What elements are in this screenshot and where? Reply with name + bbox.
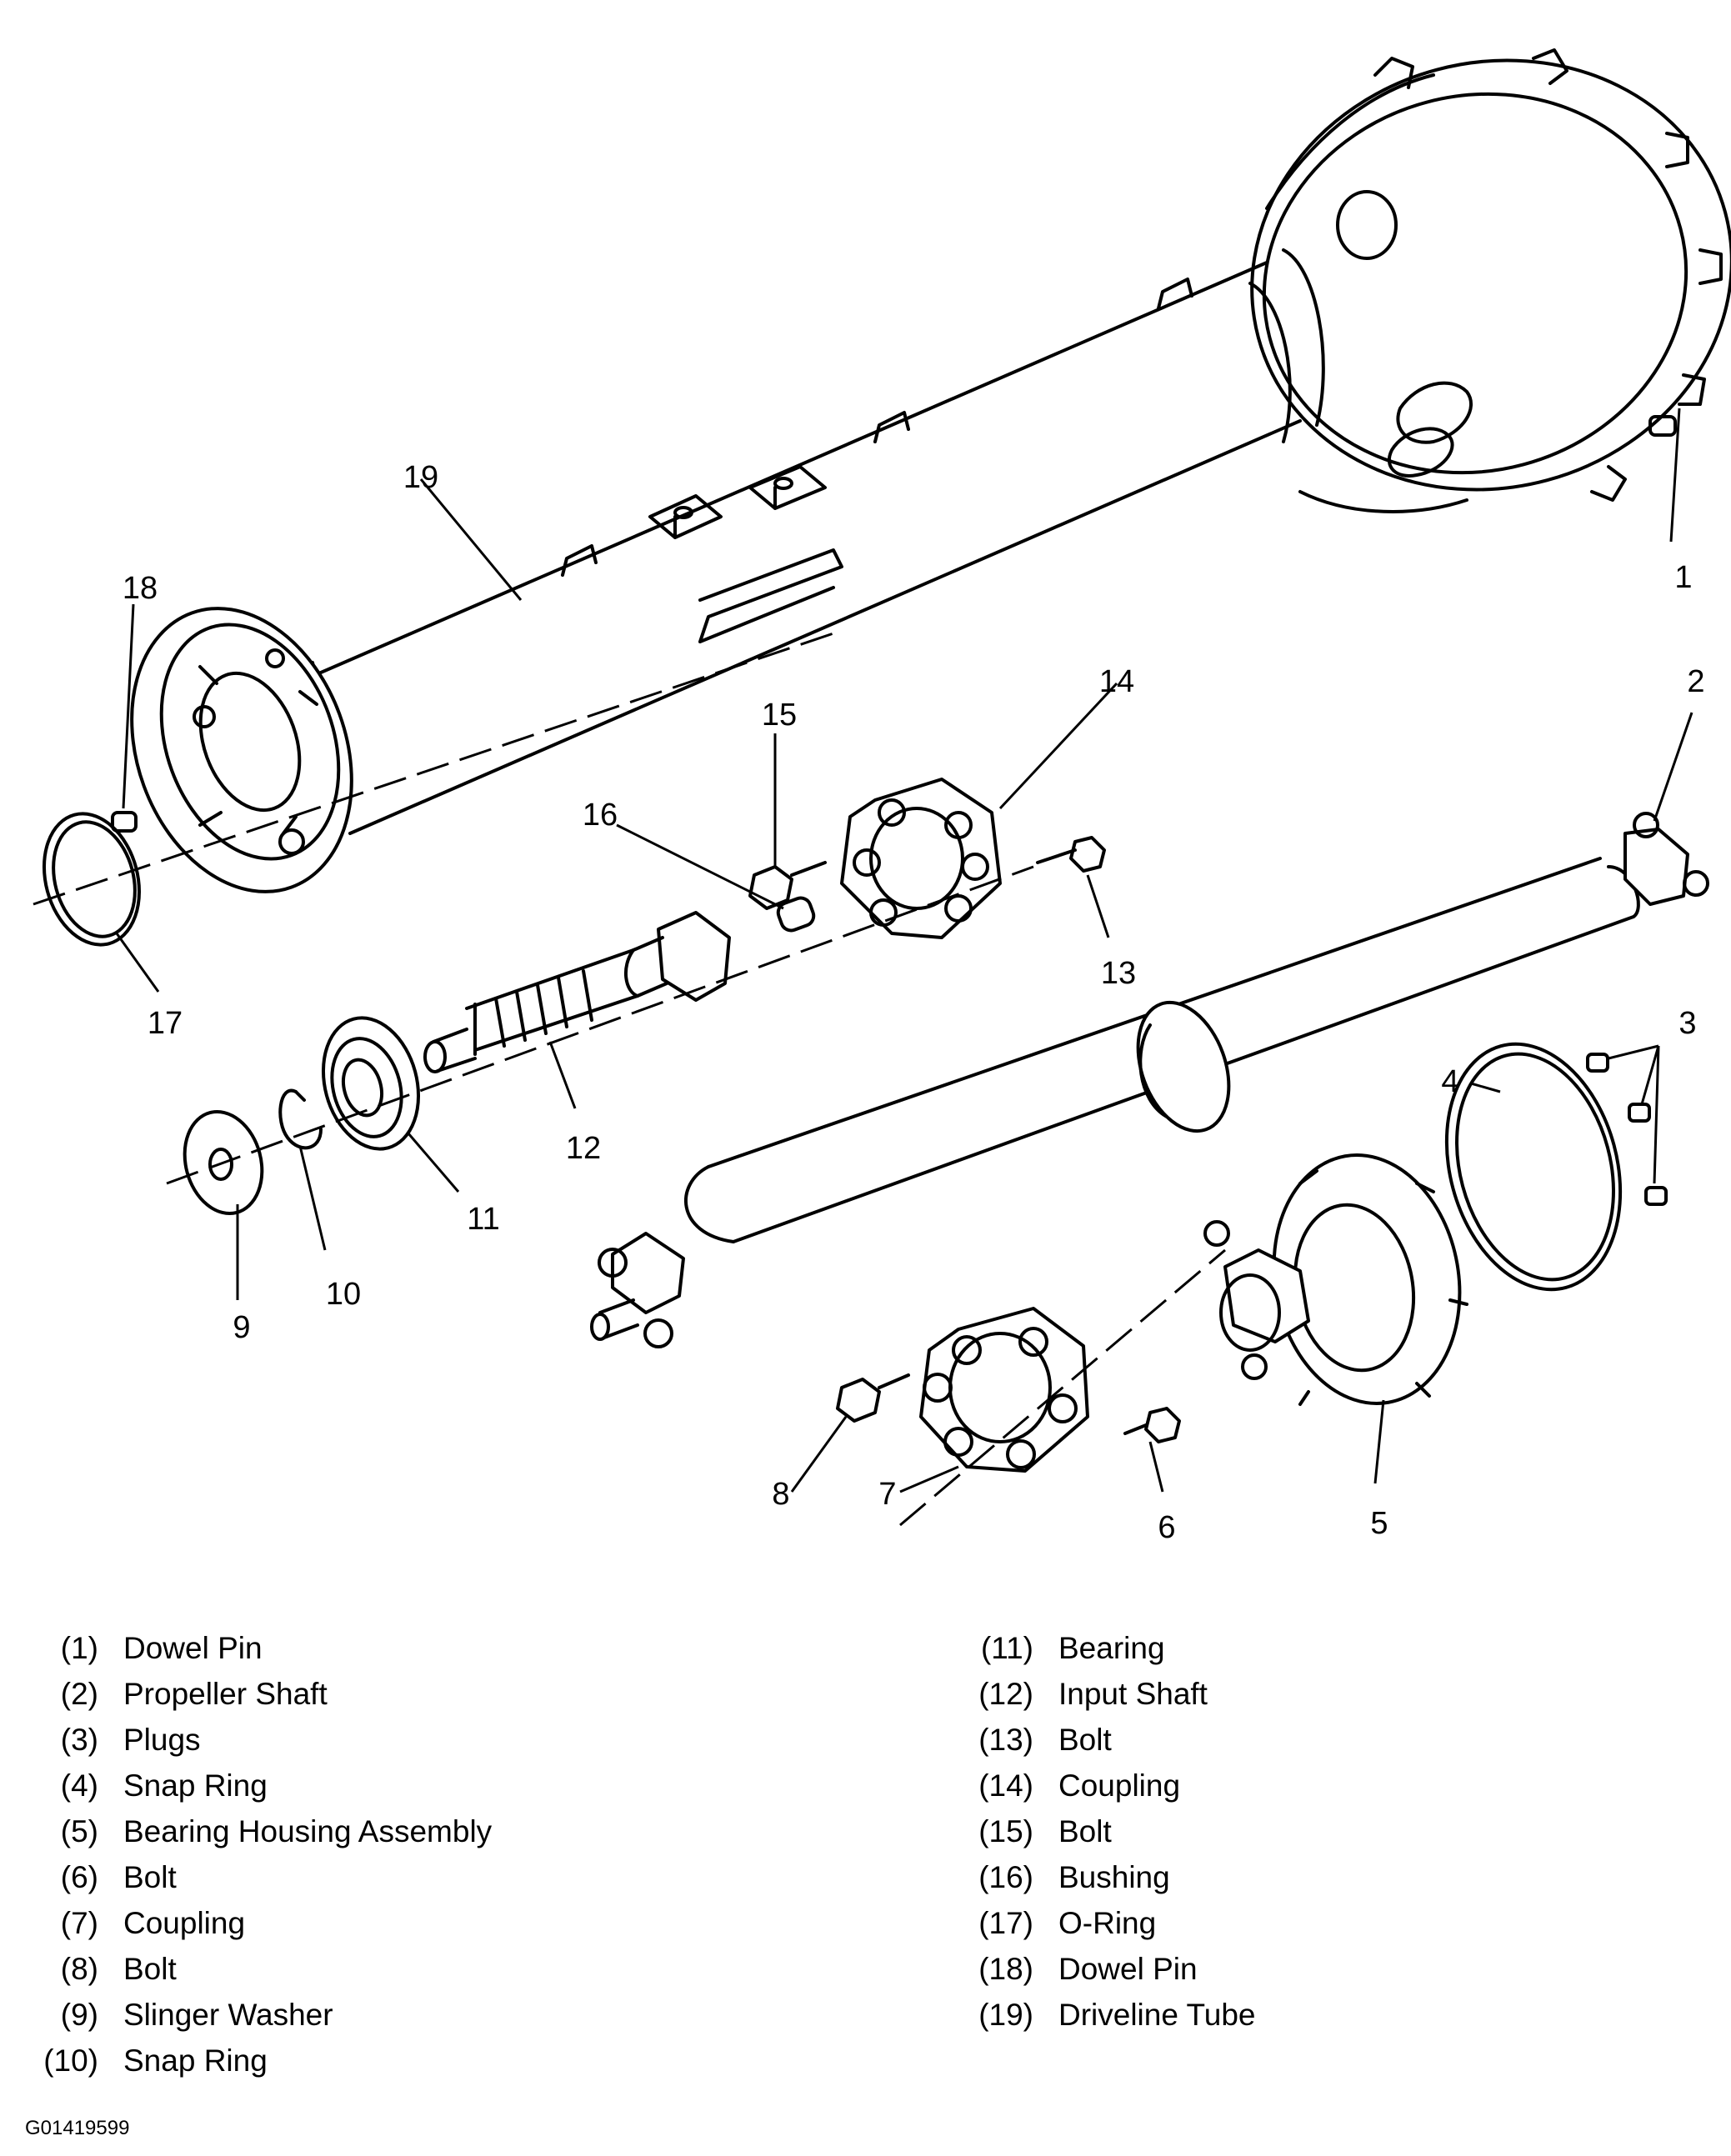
- callout-8: 8: [772, 1477, 789, 1512]
- legend-number: (18): [978, 1952, 1033, 1986]
- legend-item: (2) Propeller Shaft: [32, 1671, 492, 1717]
- legend-label: O-Ring: [1058, 1906, 1157, 1940]
- legend-label: Dowel Pin: [123, 1631, 263, 1665]
- legend-item: (17) O-Ring: [950, 1900, 1256, 1946]
- callout-2: 2: [1687, 664, 1704, 699]
- callout-16: 16: [583, 798, 618, 833]
- legend-number: (3): [60, 1723, 98, 1757]
- legend-item: (18) Dowel Pin: [950, 1946, 1256, 1992]
- legend-item: (8) Bolt: [32, 1946, 492, 1992]
- snap-ring-10-drawing: [278, 1088, 323, 1150]
- legend-item: (1) Dowel Pin: [32, 1625, 492, 1671]
- legend-label: Bearing Housing Assembly: [123, 1814, 493, 1848]
- callout-1: 1: [1674, 560, 1692, 595]
- legend-item: (13) Bolt: [950, 1717, 1256, 1763]
- o-ring-drawing: [42, 812, 142, 947]
- legend-number: (2): [60, 1677, 98, 1711]
- legend-item: (6) Bolt: [32, 1854, 492, 1900]
- legend-left-column: (1) Dowel Pin (2) Propeller Shaft (3) Plugs…: [32, 1625, 492, 2083]
- bearing-drawing: [321, 1016, 421, 1151]
- legend-label: Bushing: [1058, 1860, 1170, 1894]
- legend-label: Snap Ring: [123, 2043, 268, 2078]
- legend-item: (4) Snap Ring: [32, 1763, 492, 1808]
- legend-item: (5) Bearing Housing Assembly: [32, 1808, 492, 1854]
- callout-15: 15: [762, 698, 797, 733]
- legend-number: (15): [978, 1814, 1033, 1848]
- bearing-housing-drawing: [1203, 1153, 1468, 1406]
- figure-id: G01419599: [25, 2117, 130, 2139]
- upper-coupling-drawing: [840, 778, 1002, 939]
- legend-item: (7) Coupling: [32, 1900, 492, 1946]
- legend-number: (9): [60, 1998, 98, 2032]
- legend-label: Plugs: [123, 1723, 201, 1757]
- legend-label: Bolt: [1058, 1814, 1112, 1848]
- callout-11: 11: [467, 1202, 499, 1237]
- legend-item: (19) Driveline Tube: [950, 1992, 1256, 2038]
- legend-number: (16): [978, 1860, 1033, 1894]
- legend-number: (5): [60, 1814, 98, 1848]
- driveline-tube-drawing: [111, 48, 1731, 893]
- snap-ring-4-drawing: [1444, 1042, 1623, 1292]
- legend-item: (12) Input Shaft: [950, 1671, 1256, 1717]
- legend-label: Bearing: [1058, 1631, 1165, 1665]
- legend-item: (16) Bushing: [950, 1854, 1256, 1900]
- callout-5: 5: [1370, 1506, 1388, 1541]
- legend-number: (17): [978, 1906, 1033, 1940]
- callout-6: 6: [1158, 1510, 1175, 1545]
- legend-number: (10): [43, 2043, 98, 2078]
- input-shaft-drawing: [423, 911, 731, 1073]
- legend-item: (9) Slinger Washer: [32, 1992, 492, 2038]
- lower-coupling-drawing: [919, 1307, 1089, 1473]
- legend-label: Propeller Shaft: [123, 1677, 328, 1711]
- propeller-shaft-drawing: [590, 812, 1709, 1348]
- legend-number: (8): [60, 1952, 98, 1986]
- legend-label: Input Shaft: [1058, 1677, 1208, 1711]
- callout-3: 3: [1678, 1006, 1696, 1041]
- exploded-driveline-diagram: 1 2 3 4 5 6 7 8 9 10 11 12 13 14 15 16 1…: [33, 48, 1731, 1545]
- callout-12: 12: [566, 1131, 601, 1166]
- legend-item: (15) Bolt: [950, 1808, 1256, 1854]
- legend-label: Coupling: [123, 1906, 246, 1940]
- callout-10: 10: [326, 1277, 361, 1312]
- callout-9: 9: [233, 1310, 250, 1345]
- legend-number: (19): [978, 1998, 1033, 2032]
- legend-label: Slinger Washer: [123, 1998, 333, 2032]
- callout-18: 18: [123, 571, 158, 606]
- legend-item: (11) Bearing: [950, 1625, 1256, 1671]
- legend-number: (4): [60, 1768, 98, 1803]
- legend-label: Coupling: [1058, 1768, 1181, 1803]
- callout-14: 14: [1099, 664, 1134, 699]
- legend-number: (14): [978, 1768, 1033, 1803]
- legend-number: (11): [980, 1631, 1033, 1665]
- legend-right-column: (11) Bearing (12) Input Shaft (13) Bolt (14…: [950, 1625, 1256, 2038]
- legend-number: (13): [978, 1723, 1033, 1757]
- legend-item: (10) Snap Ring: [32, 2038, 492, 2083]
- legend-number: (7): [60, 1906, 98, 1940]
- legend-label: Snap Ring: [123, 1768, 268, 1803]
- callout-4: 4: [1441, 1064, 1458, 1099]
- callout-17: 17: [148, 1006, 183, 1041]
- legend-item: (3) Plugs: [32, 1717, 492, 1763]
- legend-number: (1): [60, 1631, 98, 1665]
- legend-label: Bolt: [123, 1860, 177, 1894]
- legend-label: Dowel Pin: [1058, 1952, 1198, 1986]
- callout-7: 7: [878, 1477, 896, 1512]
- callout-13: 13: [1101, 956, 1136, 991]
- legend-number: (12): [978, 1677, 1033, 1711]
- callout-19: 19: [403, 460, 438, 495]
- legend-label: Bolt: [123, 1952, 177, 1986]
- legend-item: (14) Coupling: [950, 1763, 1256, 1808]
- legend-label: Driveline Tube: [1058, 1998, 1256, 2032]
- legend-number: (6): [60, 1860, 98, 1894]
- legend-label: Bolt: [1058, 1723, 1112, 1757]
